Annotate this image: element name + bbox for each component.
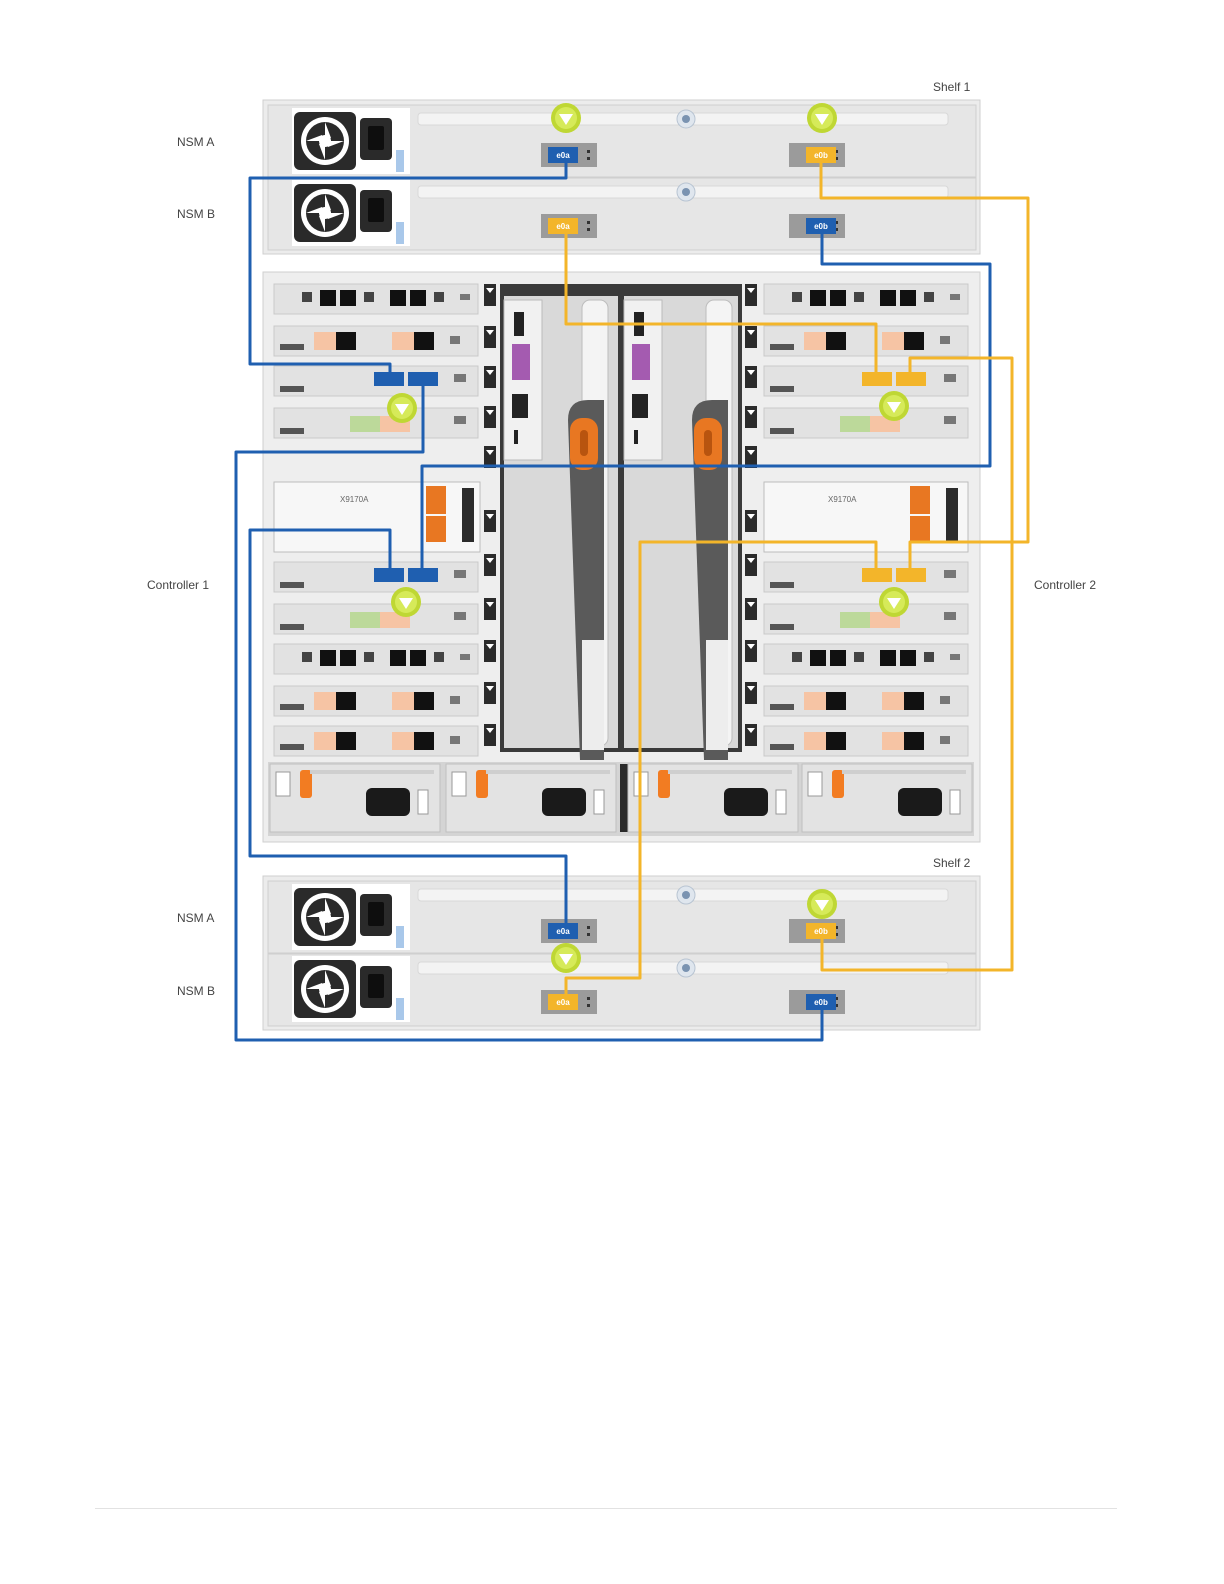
svg-text:e0b: e0b xyxy=(814,998,828,1007)
svg-text:e0a: e0a xyxy=(556,927,570,936)
controller1-card-x9170a: X9170A xyxy=(340,495,369,504)
shelf2-nsma-attention-led-icon xyxy=(807,889,837,919)
controller-power-supplies xyxy=(268,762,974,836)
shelf1-nsmb-port-e0b[interactable]: e0b xyxy=(806,218,836,234)
svg-text:e0a: e0a xyxy=(556,222,570,231)
shelf2-nsmb-attention-led-icon xyxy=(551,943,581,973)
svg-text:e0a: e0a xyxy=(556,998,570,1007)
controller2-slot8-attention-led-icon xyxy=(879,587,909,617)
controller1-slot4-attention-led-icon xyxy=(387,393,417,423)
shelf1-nsma-port-e0a[interactable]: e0a xyxy=(548,147,578,163)
controller2-slot4-attention-led-icon xyxy=(879,391,909,421)
shelf2-nsma-fan-icon xyxy=(292,884,410,950)
shelf1-nsmb-port-e0a[interactable]: e0a xyxy=(548,218,578,234)
controller1-handle-icon[interactable] xyxy=(570,418,598,470)
shelf2-nsmb-fan-icon xyxy=(292,956,410,1022)
shelf1-nsma-port-e0b[interactable]: e0b xyxy=(806,147,836,163)
shelf2-nsmb-port-e0a[interactable]: e0a xyxy=(548,994,578,1010)
footer-divider xyxy=(95,1508,1117,1509)
controller2-card-x9170a: X9170A xyxy=(828,495,857,504)
svg-text:e0b: e0b xyxy=(814,222,828,231)
svg-text:e0b: e0b xyxy=(814,151,828,160)
controller1-slot8-attention-led-icon xyxy=(391,587,421,617)
shelf2: e0a e0b e0a e0b xyxy=(263,876,980,1030)
shelf1-nsmb-fan-icon xyxy=(292,180,410,246)
svg-text:e0a: e0a xyxy=(556,151,570,160)
shelf2-nsma-port-e0a[interactable]: e0a xyxy=(548,923,578,939)
svg-text:e0b: e0b xyxy=(814,927,828,936)
center-controller-modules xyxy=(500,284,742,760)
shelf2-nsmb-port-e0b[interactable]: e0b xyxy=(806,994,836,1010)
shelf1-nsma-attention-led-icon-2 xyxy=(807,103,837,133)
shelf2-nsma-port-e0b[interactable]: e0b xyxy=(806,923,836,939)
shelf1-nsma-attention-led-icon xyxy=(551,103,581,133)
shelf1-nsma-fan-icon xyxy=(292,108,410,174)
controller2-handle-icon[interactable] xyxy=(694,418,722,470)
controller-chassis: X9170A X9170A xyxy=(263,272,980,842)
